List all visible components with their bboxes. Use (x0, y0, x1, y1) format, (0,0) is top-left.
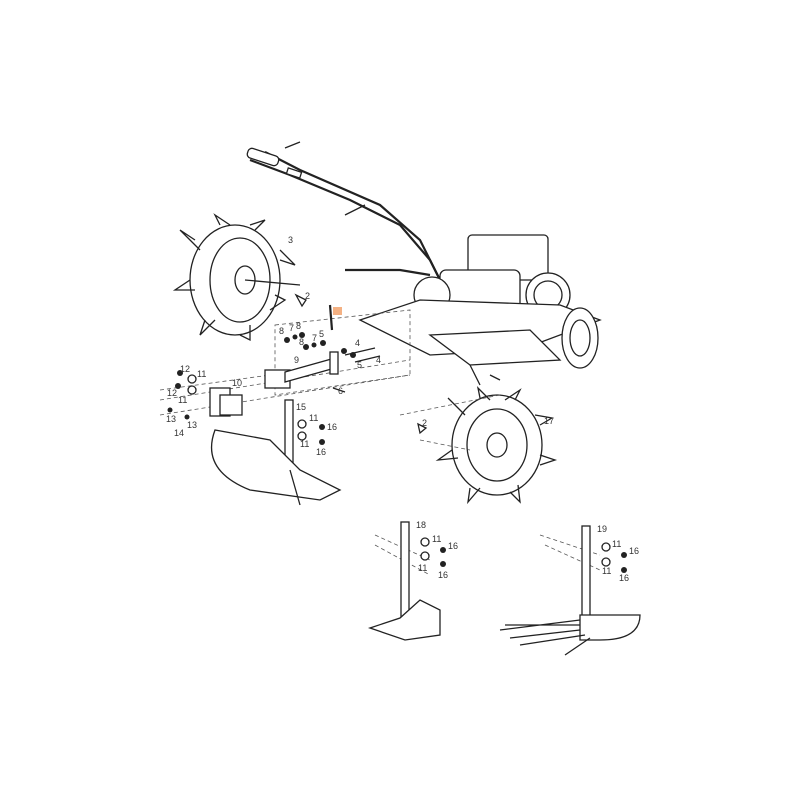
label-18: 18 (416, 520, 426, 530)
label-11: 11 (309, 413, 318, 423)
label-11: 11 (612, 539, 621, 549)
label-13: 13 (166, 414, 176, 424)
label-4: 4 (376, 355, 381, 365)
label-10: 10 (232, 378, 242, 388)
tiller-machine (246, 141, 602, 386)
label-11: 11 (602, 566, 611, 576)
label-7: 7 (289, 323, 294, 333)
label-8: 8 (299, 337, 304, 347)
label-11: 11 (300, 439, 309, 449)
part-labels: 3 2 8 7 8 8 7 5 4 4 5 9 12 11 10 12 11 6… (166, 235, 639, 583)
label-3: 3 (288, 235, 293, 245)
label-5: 5 (357, 360, 362, 370)
label-5: 5 (319, 329, 324, 339)
pin-2 (417, 422, 428, 435)
label-2: 2 (422, 418, 427, 428)
label-2: 2 (305, 291, 310, 301)
label-11: 11 (197, 369, 206, 379)
label-11: 11 (432, 534, 441, 544)
label-16: 16 (629, 546, 639, 556)
furrow-plough-18 (367, 521, 446, 641)
label-16: 16 (448, 541, 458, 551)
label-13: 13 (187, 420, 197, 430)
left-tine-wheel (172, 213, 301, 342)
label-12: 12 (167, 388, 177, 398)
label-8: 8 (296, 321, 301, 331)
label-15: 15 (296, 402, 306, 412)
label-16: 16 (619, 573, 629, 583)
label-9: 9 (294, 355, 299, 365)
label-14: 14 (174, 428, 184, 438)
label-12: 12 (180, 364, 190, 374)
label-16: 16 (316, 447, 326, 457)
label-16: 16 (327, 422, 337, 432)
label-17: 17 (544, 416, 554, 426)
label-4: 4 (355, 338, 360, 348)
label-7: 7 (312, 333, 317, 343)
label-19: 19 (597, 524, 607, 534)
plough-15 (210, 399, 342, 506)
hitch-assembly (159, 293, 411, 445)
label-11: 11 (178, 395, 187, 405)
right-tine-wheel (435, 386, 558, 505)
label-8: 8 (279, 326, 284, 336)
label-6: 6 (338, 386, 343, 396)
label-16: 16 (438, 570, 448, 580)
highlight-marker (333, 307, 342, 315)
label-11: 11 (418, 563, 427, 573)
harvester-19 (499, 525, 641, 656)
